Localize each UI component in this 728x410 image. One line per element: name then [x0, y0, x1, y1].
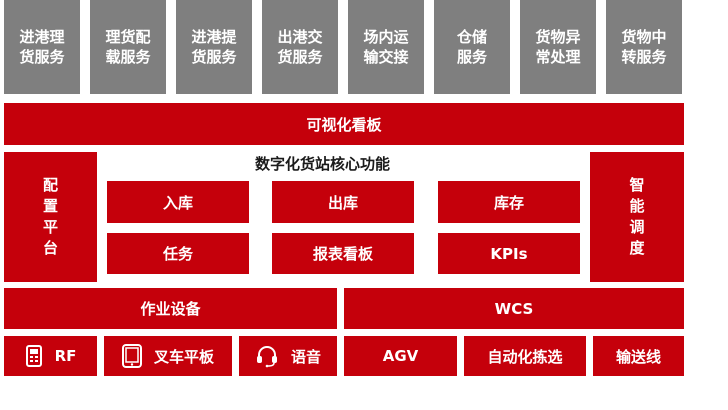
service-tile-transit: 货物中 转服务: [606, 0, 682, 94]
module-kpis: KPIs: [438, 233, 580, 274]
device-rf: RF: [4, 336, 97, 376]
service-tile-inbound-pickup: 进港提 货服务: [176, 0, 252, 94]
wcs-bar: WCS: [344, 288, 684, 329]
service-tile-outbound-delivery: 出港交 货服务: [262, 0, 338, 94]
device-conveyor: 输送线: [593, 336, 684, 376]
smart-dispatch-panel: 智 能 调 度: [590, 152, 684, 282]
device-forklift-tablet: 叉车平板: [104, 336, 232, 376]
service-tile-exception-handling: 货物异 常处理: [520, 0, 596, 94]
device-agv: AGV: [344, 336, 457, 376]
equipment-bar: 作业设备: [4, 288, 337, 329]
dashboard-bar: 可视化看板: [4, 103, 684, 145]
device-voice: 语音: [239, 336, 337, 376]
module-outbound: 出库: [272, 181, 414, 223]
handheld-scanner-icon: [25, 345, 43, 367]
service-tile-yard-transfer: 场内运 输交接: [348, 0, 424, 94]
headset-icon: [255, 344, 279, 368]
device-auto-picking: 自动化拣选: [464, 336, 586, 376]
config-platform-panel: 配 置 平 台: [4, 152, 97, 282]
service-tile-storage: 仓储 服务: [434, 0, 510, 94]
module-tasks: 任务: [107, 233, 249, 274]
service-tile-inbound-tally: 进港理 货服务: [4, 0, 80, 94]
tablet-icon: [121, 344, 142, 368]
module-inventory: 库存: [438, 181, 580, 223]
service-tile-load-planning: 理货配 载服务: [90, 0, 166, 94]
module-report-dashboard: 报表看板: [272, 233, 414, 274]
module-inbound: 入库: [107, 181, 249, 223]
core-functions-title: 数字化货站核心功能: [255, 155, 391, 173]
